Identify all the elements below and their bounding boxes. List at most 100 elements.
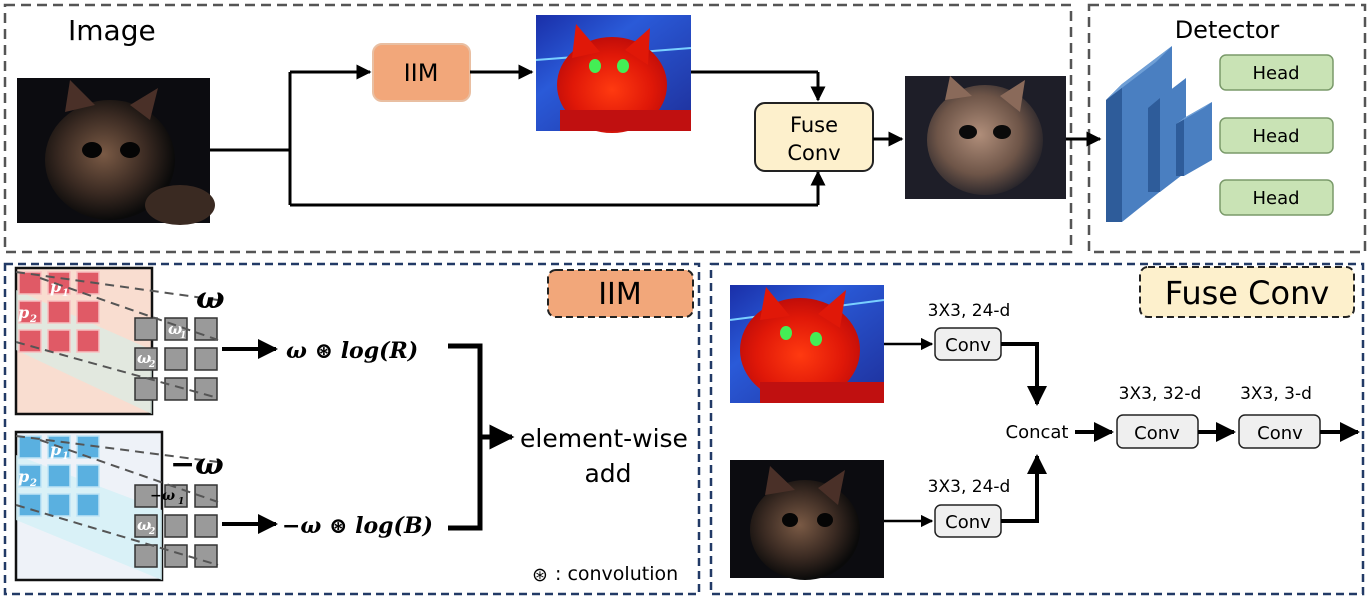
blue-cell	[47, 493, 71, 517]
kernel-cell	[194, 484, 218, 508]
p1-label: p	[50, 277, 61, 296]
blue-cell	[18, 464, 42, 488]
conv-legend-text: : convolution	[555, 563, 678, 585]
head-2-label: Head	[1252, 126, 1299, 147]
blue-cell	[18, 493, 42, 517]
red-cell	[76, 329, 100, 353]
red-cell-labels: p 1 p 2	[18, 277, 69, 325]
kernel-cell	[134, 544, 158, 568]
kernel-cell	[194, 544, 218, 568]
fuse-illumination-image	[729, 285, 885, 403]
expr-log-r: ω ⊛ log(R)	[286, 338, 418, 364]
kernel-cell	[194, 347, 218, 371]
blue-kernel-labels: −ω 1 ω 2	[137, 488, 184, 537]
head-3: Head	[1219, 179, 1334, 216]
red-cell	[47, 300, 71, 324]
kernel-cell	[134, 514, 158, 538]
w2-label-b: ω	[137, 516, 151, 534]
image-label: Image	[68, 14, 156, 47]
head-3-label: Head	[1252, 188, 1299, 209]
arrow-top-to-concat	[1001, 342, 1047, 406]
add-label-line2: add	[584, 459, 631, 488]
arrow-bottom-to-concat	[1001, 454, 1047, 523]
neg-w1-sub: 1	[178, 497, 184, 507]
iim-label: IIM	[404, 59, 439, 87]
spec-mid2: 3X3, 3-d	[1240, 384, 1312, 404]
p1-sub: 1	[62, 288, 69, 299]
merge-bracket	[448, 343, 483, 531]
conv-top-label: Conv	[945, 335, 991, 356]
neg-w1-label: −ω	[150, 488, 176, 504]
iim-title: IIM	[598, 277, 642, 312]
p2-label: p	[18, 303, 29, 322]
red-cell	[18, 271, 42, 295]
kernel-cell	[194, 514, 218, 538]
spec-top: 3X3, 24-d	[928, 301, 1011, 321]
neg-omega-symbol: −ω	[170, 447, 224, 482]
fuse-detail-panel	[709, 262, 1365, 596]
head-2: Head	[1219, 117, 1334, 154]
enhanced-image	[905, 76, 1066, 199]
fuse-label-line1: Fuse	[790, 113, 838, 137]
detector-panel	[1087, 3, 1367, 254]
p2-sub: 2	[29, 314, 37, 325]
fuse-conv-block	[754, 102, 874, 172]
w1-sub: 1	[180, 331, 186, 341]
kernel-cell	[164, 347, 188, 371]
w2-sub: 2	[148, 360, 155, 370]
red-kernel-labels: ω 1 ω 2	[137, 320, 186, 370]
red-projection-lines	[15, 271, 219, 399]
omega-kernel	[134, 317, 218, 401]
add-label-line1: element-wise	[520, 424, 688, 453]
iim-detail-panel	[3, 262, 701, 596]
head-1: Head	[1219, 54, 1334, 91]
fuse-title-badge	[1139, 266, 1355, 318]
head-1-label: Head	[1252, 63, 1299, 84]
fuse-input-image	[730, 460, 884, 580]
fuse-title: Fuse Conv	[1165, 274, 1330, 312]
conv-symbol: ⊛	[532, 564, 548, 586]
red-cell	[76, 300, 100, 324]
blue-cell	[76, 464, 100, 488]
kernel-cell	[134, 484, 158, 508]
detector-label: Detector	[1175, 16, 1280, 44]
kernel-cell	[134, 347, 158, 371]
concat-label: Concat	[1006, 422, 1069, 443]
kernel-cell	[134, 377, 158, 401]
conv-mid2-label: Conv	[1257, 423, 1303, 444]
red-cell	[18, 300, 42, 324]
p1-label-b: p	[50, 440, 61, 459]
blue-cell-labels: p 1 p 2	[18, 440, 69, 489]
illumination-map-image	[535, 15, 692, 133]
kernel-cell	[194, 377, 218, 401]
p2-sub-b: 2	[29, 478, 37, 489]
red-cell	[47, 329, 71, 353]
spec-mid1: 3X3, 32-d	[1119, 384, 1202, 404]
kernel-cell	[164, 377, 188, 401]
w2-sub-b: 2	[148, 527, 155, 537]
conv-mid1-label: Conv	[1134, 423, 1180, 444]
w2-label: ω	[137, 349, 151, 367]
kernel-cell	[164, 514, 188, 538]
p2-label-b: p	[18, 467, 29, 486]
kernel-cell	[194, 317, 218, 341]
pipeline-panel	[3, 3, 1073, 254]
fuse-label-line2: Conv	[787, 141, 840, 165]
kernel-cell	[134, 317, 158, 341]
expr-log-b: −ω ⊛ log(B)	[282, 513, 433, 539]
red-grid	[18, 271, 100, 353]
blue-cell	[47, 464, 71, 488]
blue-cell	[76, 493, 100, 517]
detector-backbone	[1106, 46, 1212, 222]
conv-bottom-label: Conv	[945, 512, 991, 533]
kernel-cell	[164, 484, 188, 508]
blue-cell	[18, 435, 42, 459]
kernel-cell	[164, 544, 188, 568]
input-image	[17, 78, 215, 225]
iim-title-badge	[547, 269, 694, 318]
spec-bottom: 3X3, 24-d	[928, 477, 1011, 497]
omega-symbol: ω	[196, 281, 225, 316]
blue-projection-lines	[15, 435, 219, 566]
neg-omega-kernel	[134, 484, 218, 568]
